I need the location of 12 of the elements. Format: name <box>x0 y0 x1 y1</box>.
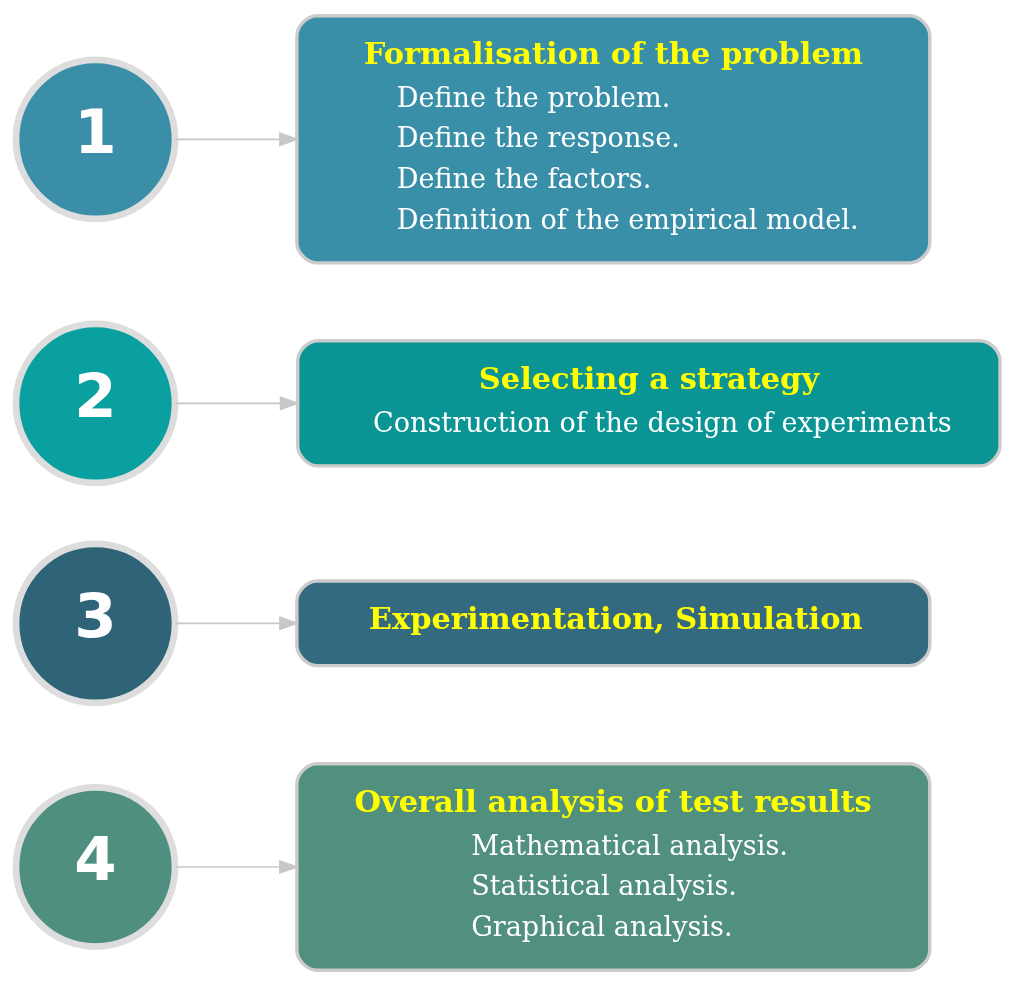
node-box: Formalisation of the problem Define the problem. Define the response. Define the factors. Definition of the empirical model. <box>295 13 932 265</box>
node-box: Overall analysis of test results Mathematical analysis. Statistical analysis. Graphical analysis. <box>295 761 932 972</box>
node-box: Experimentation, Simulation <box>295 578 932 667</box>
arrow <box>174 859 300 874</box>
node-circle: 4 <box>12 783 179 950</box>
arrow <box>174 395 301 410</box>
node-circle: 1 <box>12 55 179 222</box>
node-box: Selecting a strategy Construction of the design of experiments <box>296 338 1002 468</box>
arrow <box>174 131 300 146</box>
node-circle: 2 <box>12 319 179 486</box>
arrow <box>174 615 300 630</box>
node-circle: 3 <box>12 539 179 706</box>
